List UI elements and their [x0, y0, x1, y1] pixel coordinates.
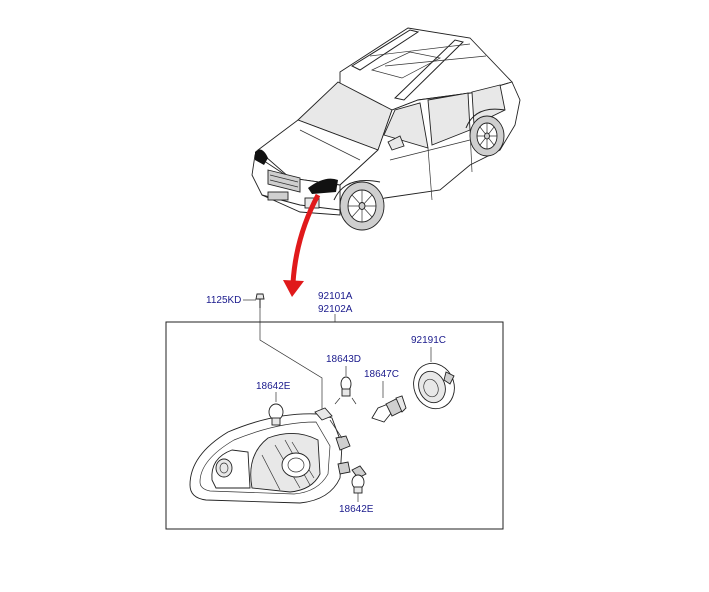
label-assembly-lh: 92101A — [318, 291, 353, 302]
headlamp-assembly — [189, 407, 351, 504]
front-wheel — [339, 181, 385, 231]
label-assembly-rh: 92102A — [318, 304, 353, 315]
bolt-leader-line — [259, 308, 323, 415]
bulb-signal-upper — [268, 392, 284, 426]
label-bulb-signal-lower: 18642E — [339, 504, 374, 515]
dust-cap — [413, 347, 455, 410]
label-bulb-position: 18643D — [326, 354, 361, 365]
label-bulb-main: 18647C — [364, 369, 399, 380]
label-bulb-signal-upper: 18642E — [256, 381, 291, 392]
assembly-frame — [165, 321, 504, 530]
bolt-part — [243, 293, 265, 308]
location-arrow — [283, 193, 321, 297]
bulb-signal-lower — [351, 465, 367, 502]
headlamp-highlight-left — [255, 149, 268, 165]
label-cap: 92191C — [411, 335, 446, 346]
vehicle-illustration — [251, 27, 521, 231]
headlamp-highlight-right — [308, 178, 338, 194]
bulb-main — [371, 381, 407, 423]
bulb-position — [334, 366, 357, 405]
label-bolt: 1125KD — [206, 295, 241, 306]
rear-wheel — [469, 115, 505, 157]
